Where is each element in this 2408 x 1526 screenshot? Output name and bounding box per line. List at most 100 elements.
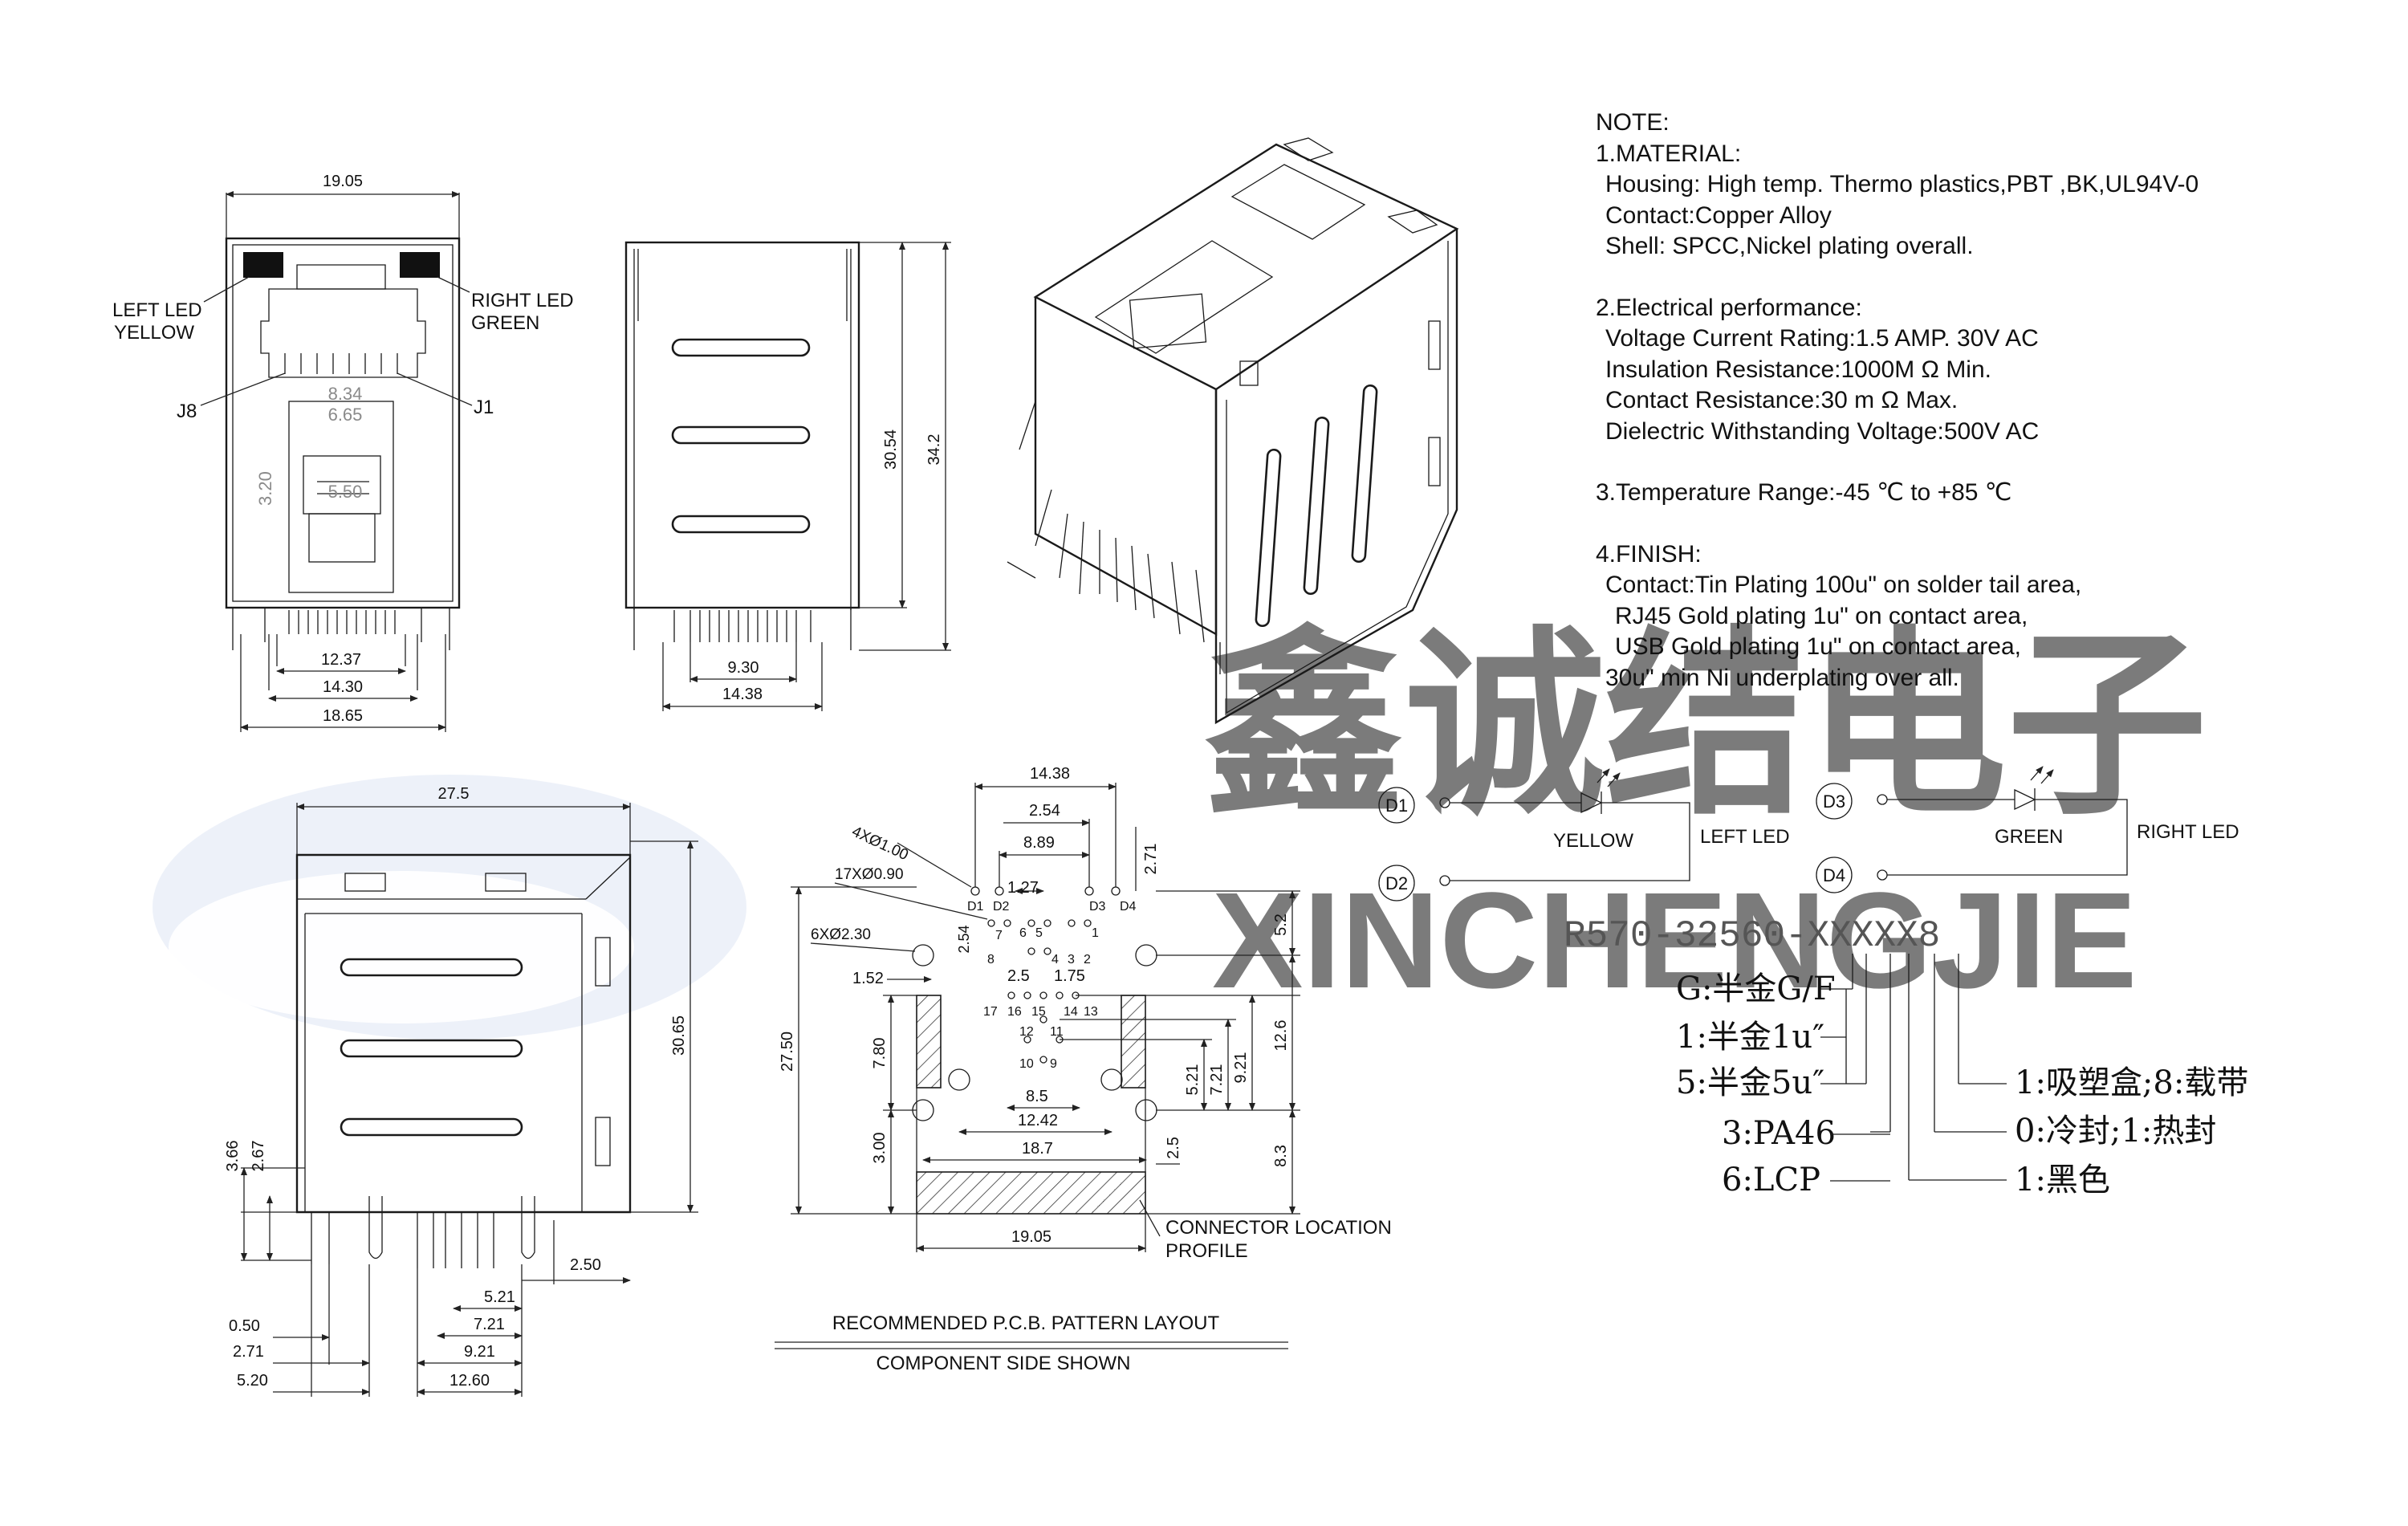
pin-14: 14 bbox=[1064, 1005, 1078, 1019]
dim-pcb-12-6: 12.6 bbox=[1272, 1020, 1290, 1052]
pin-4: 4 bbox=[1051, 953, 1059, 966]
led-d4: D4 bbox=[1823, 865, 1845, 885]
pin-1: 1 bbox=[1092, 926, 1099, 940]
part-option-color: 1:黑色 bbox=[2015, 1162, 2110, 1198]
led-d2: D2 bbox=[1385, 873, 1408, 893]
pin-3: 3 bbox=[1068, 953, 1075, 966]
watermark-en: XINCHENGJIE bbox=[1212, 865, 2137, 1017]
dim-pcb-2-54b: 2.54 bbox=[956, 925, 972, 953]
dim-30-65: 30.65 bbox=[670, 1015, 688, 1056]
dim-12-37: 12.37 bbox=[321, 651, 361, 669]
callout-17-holes: 17XØ0.90 bbox=[835, 866, 904, 883]
dim-2-50: 2.50 bbox=[570, 1256, 601, 1274]
part-option-3: 3:PA46 bbox=[1722, 1115, 1836, 1152]
pin-d2: D2 bbox=[993, 900, 1010, 914]
dim-18-65: 18.65 bbox=[323, 707, 363, 725]
pin-12: 12 bbox=[1019, 1025, 1034, 1039]
dim-pcb-5-21: 5.21 bbox=[1184, 1064, 1202, 1096]
notes-title: NOTE: bbox=[1596, 109, 1670, 136]
dim-2-71: 2.71 bbox=[233, 1343, 264, 1361]
rj45-contacts bbox=[284, 353, 398, 374]
dim-pcb-1-52: 1.52 bbox=[852, 970, 884, 987]
pin-d4: D4 bbox=[1120, 900, 1137, 914]
left-led-label: LEFT LED bbox=[112, 299, 202, 321]
part-option-1: 1:半金1u″ bbox=[1676, 1019, 1824, 1056]
dim-pcb-7-80: 7.80 bbox=[871, 1038, 889, 1069]
finish-heading: 4.FINISH: bbox=[1596, 540, 1702, 568]
dim-pcb-2-54: 2.54 bbox=[1029, 802, 1060, 820]
dim-34-2: 34.2 bbox=[925, 434, 943, 466]
notes-panel: NOTE: 1.MATERIAL: Housing: High temp. Th… bbox=[1596, 108, 2366, 694]
dim-pcb-19-05: 19.05 bbox=[1011, 1228, 1051, 1246]
dim-9-21: 9.21 bbox=[464, 1343, 495, 1361]
part-option-g: G:半金G/F bbox=[1676, 971, 1836, 1007]
dim-5-50: 5.50 bbox=[328, 482, 363, 502]
led-right-label: RIGHT LED bbox=[2137, 821, 2239, 843]
electrical-heading: 2.Electrical performance: bbox=[1596, 294, 1862, 321]
dim-9-30: 9.30 bbox=[728, 659, 759, 677]
dim-pcb-2-71: 2.71 bbox=[1142, 844, 1160, 875]
dim-6-65: 6.65 bbox=[328, 405, 363, 425]
pcb-layout-subcaption: COMPONENT SIDE SHOWN bbox=[877, 1353, 1131, 1374]
pin-11: 11 bbox=[1050, 1025, 1064, 1039]
finish-line-2: RJ45 Gold plating 1u" on contact area, bbox=[1615, 602, 2028, 629]
material-shell: Shell: SPCC,Nickel plating overall. bbox=[1605, 233, 1974, 259]
pcb-layout-caption: RECOMMENDED P.C.B. PATTERN LAYOUT bbox=[832, 1312, 1220, 1334]
dim-pcb-2-5: 2.5 bbox=[1007, 967, 1030, 985]
pin-j1-label: J1 bbox=[474, 397, 494, 418]
connector-location-label: CONNECTOR LOCATION bbox=[1165, 1217, 1392, 1239]
electrical-contact-resistance: Contact Resistance:30 m Ω Max. bbox=[1605, 387, 1959, 413]
dim-pcb-8-3: 8.3 bbox=[1272, 1145, 1290, 1167]
part-option-pack: 1:吸塑盒;8:载带 bbox=[2015, 1064, 2248, 1101]
dim-3-66: 3.66 bbox=[224, 1141, 242, 1172]
dim-0-50: 0.50 bbox=[229, 1317, 260, 1335]
finish-line-1: Contact:Tin Plating 100u" on solder tail… bbox=[1605, 572, 2082, 598]
dim-3-20: 3.20 bbox=[255, 471, 275, 506]
electrical-insulation: Insulation Resistance:1000M Ω Min. bbox=[1605, 356, 1991, 383]
pin-2: 2 bbox=[1084, 953, 1091, 966]
dim-pcb-3-00: 3.00 bbox=[871, 1133, 889, 1164]
dim-8-34: 8.34 bbox=[328, 384, 363, 404]
pin-d1: D1 bbox=[967, 900, 984, 914]
dim-pcb-7-21: 7.21 bbox=[1208, 1064, 1226, 1096]
electrical-dielectric: Dielectric Withstanding Voltage:500V AC bbox=[1605, 417, 2040, 445]
dim-pcb-8-89: 8.89 bbox=[1023, 834, 1055, 852]
pin-5: 5 bbox=[1035, 926, 1043, 940]
left-led-color: YELLOW bbox=[114, 322, 194, 344]
pin-j8-label: J8 bbox=[177, 401, 197, 422]
dim-14-30: 14.30 bbox=[323, 678, 363, 696]
pin-d3: D3 bbox=[1089, 900, 1106, 914]
dim-front-width: 19.05 bbox=[323, 173, 363, 190]
finish-line-3: USB Gold plating 1u" on contact area, bbox=[1615, 633, 2021, 660]
isometric-view bbox=[1007, 137, 1459, 725]
electrical-rating: Voltage Current Rating:1.5 AMP. 30V AC bbox=[1605, 325, 2039, 352]
led-green-label: GREEN bbox=[1995, 826, 2063, 848]
pin-17: 17 bbox=[983, 1005, 998, 1019]
material-contact: Contact:Copper Alloy bbox=[1605, 201, 1832, 229]
dim-pcb-14-38: 14.38 bbox=[1030, 765, 1070, 783]
pin-9: 9 bbox=[1050, 1057, 1057, 1071]
pin-13: 13 bbox=[1084, 1005, 1098, 1019]
dim-pcb-1-27: 1.27 bbox=[1007, 879, 1039, 897]
pin-6: 6 bbox=[1019, 926, 1027, 940]
led-circuit: D1 D2 YELLOW LEFT LED D3 D4 GREEN RIGHT … bbox=[1378, 766, 2239, 901]
connector-profile-label: PROFILE bbox=[1165, 1240, 1248, 1262]
front-view: 19.05 12.37 14.30 18.65 8.34 6.65 5.50 3… bbox=[112, 173, 574, 732]
dim-30-54: 30.54 bbox=[882, 429, 900, 470]
bottom-side-view: 27.5 30.65 3.66 2.67 2.50 5.21 7.21 9.21… bbox=[224, 785, 698, 1397]
pin-15: 15 bbox=[1031, 1005, 1046, 1019]
temperature-range: 3.Temperature Range:-45 ℃ to +85 ℃ bbox=[1596, 479, 2012, 506]
material-heading: 1.MATERIAL: bbox=[1596, 140, 1742, 167]
side-view: 30.54 34.2 9.30 14.38 bbox=[624, 241, 951, 711]
dim-pcb-9-21: 9.21 bbox=[1232, 1052, 1250, 1084]
dim-14-38: 14.38 bbox=[722, 686, 763, 703]
part-option-5: 5:半金5u″ bbox=[1676, 1064, 1824, 1101]
dim-pcb-5-2: 5.2 bbox=[1272, 914, 1290, 936]
dim-pcb-1-75: 1.75 bbox=[1054, 967, 1085, 985]
part-option-6: 6:LCP bbox=[1722, 1162, 1820, 1198]
dim-pcb-12-42: 12.42 bbox=[1018, 1112, 1058, 1129]
led-d1: D1 bbox=[1385, 796, 1408, 816]
right-led-label: RIGHT LED bbox=[471, 290, 574, 311]
pin-10: 10 bbox=[1019, 1057, 1034, 1071]
